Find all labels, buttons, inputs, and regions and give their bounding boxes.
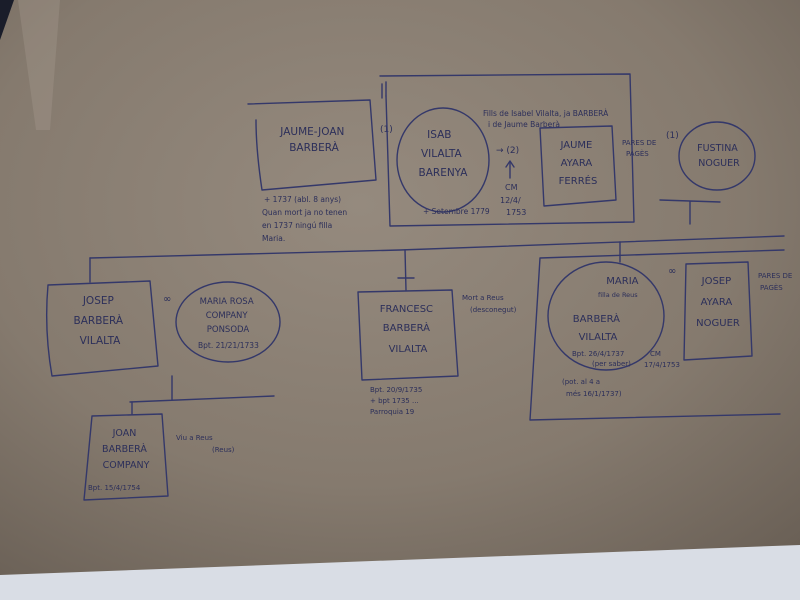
box-francesc: [357, 289, 459, 381]
marriage-symbol-1: ∞: [163, 294, 171, 305]
marriage-symbol-2: ∞: [668, 266, 676, 277]
note-pares-jaume: PARES DE PAGÈS: [622, 139, 659, 158]
name-francesc: FRANCESC BARBERÀ VILALTA: [380, 304, 436, 355]
name-josep: JOSEP BARBERÀ VILALTA: [74, 295, 127, 347]
box-jaume-ayara: [539, 125, 617, 207]
note-francesc: Mort a Reus (desconegut): [462, 294, 517, 314]
name-josep-ayara: JOSEP AYARA NOGUER: [696, 276, 740, 329]
note-maria-bottom: (pot. al 4 a més 16/1/1737): [562, 378, 622, 398]
note-maria-top: filla de Reus: [598, 291, 638, 299]
box-josep-ayara: [683, 261, 753, 361]
fustina-link: [659, 199, 721, 225]
table-edge: [0, 545, 800, 600]
circle-fustina: [678, 121, 756, 191]
arrow-2: → (2): [496, 146, 519, 156]
note-francesc-bpt: Bpt. 20/9/1735 + bpt 1735 ... Parroquia …: [370, 386, 425, 416]
circle-isabel: [396, 107, 490, 213]
name-maria-rosa: MARIA ROSA COMPANY PONSODA: [200, 297, 257, 335]
note-jaume-death: + 1737 (abl. 8 anys) Quan mort ja no ten…: [262, 195, 350, 243]
union-frame-maria: [529, 249, 785, 421]
union-frame: [379, 73, 635, 227]
name-joan: JOAN BARBERÀ COMPANY: [102, 428, 150, 471]
arrow-up-head: [505, 160, 515, 168]
name-fustina: FUSTINA NOGUER: [697, 143, 741, 169]
note-maria-rosa-bpt: Bpt. 21/21/1733: [198, 341, 259, 350]
name-jaume-ayara: JAUME AYARA FERRÉS: [559, 140, 598, 187]
note-pares-josep: PARES DE PAGÈS: [758, 272, 795, 292]
paper-sheet: [0, 0, 800, 585]
note-marriage-date: CM 12/4/ 1753: [500, 183, 526, 217]
note-joan: Viu a Reus (Reus): [176, 434, 235, 454]
note-joan-bpt: Bpt. 15/4/1754: [88, 484, 141, 492]
gen2-line: [89, 235, 785, 259]
note-cm2: CM 17/4/1753: [644, 350, 680, 369]
circle-maria-rosa: [175, 281, 281, 363]
fustina-number: (1): [666, 131, 679, 141]
name-maria: MARIA BARBERÀ VILALTA: [573, 276, 642, 343]
drop-francesc: [404, 249, 407, 291]
note-fills: Fills de Isabel Vilalta, ja BARBERÀ i de…: [483, 109, 611, 129]
note-isabel-death: + Setembre 1779: [423, 207, 490, 216]
note-maria-bpt: Bpt. 26/4/1737 (per saber): [572, 350, 631, 368]
box-joan: [83, 413, 169, 501]
name-jaume: JAUME-JOAN BARBERÀ: [279, 126, 347, 154]
circle-maria: [547, 261, 665, 371]
box-jaume: [247, 99, 377, 191]
paper-fold: [18, 0, 60, 130]
name-isabel: ISAB VILALTA BARENYA: [419, 129, 469, 179]
box-josep: [45, 280, 159, 377]
josep-children-line: [129, 375, 275, 403]
